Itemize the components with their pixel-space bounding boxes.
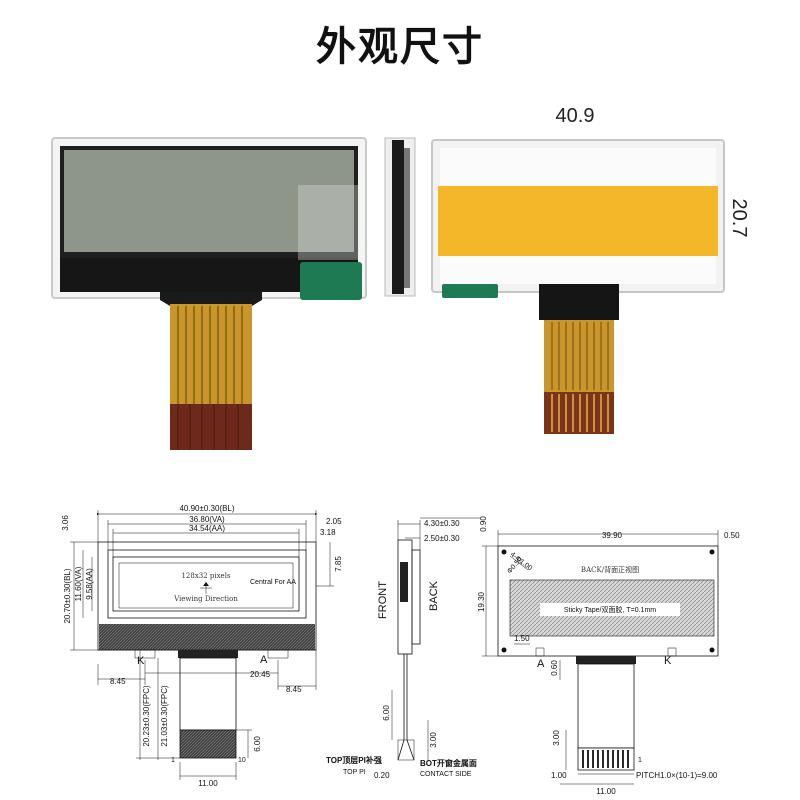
dim-right-2-05: 2.05	[326, 517, 342, 526]
back-pin-k: K	[664, 655, 672, 667]
pitch-label: PITCH1.0×(10-1)=9.00	[636, 771, 718, 780]
back-pin-a: A	[537, 658, 545, 670]
dim-side-3-00: 3.00	[429, 732, 438, 748]
page-title: 外观尺寸	[316, 24, 484, 70]
dim-0-50: 0.50	[724, 531, 740, 540]
top-pi-label: TOP PI	[343, 769, 366, 776]
contact-side-label: CONTACT SIDE	[420, 771, 472, 778]
photo-front-module	[51, 137, 367, 450]
dim-fpc-6-00: 6.00	[253, 736, 262, 752]
back-label: BACK	[428, 580, 440, 611]
dim-left-3-06: 3.06	[61, 515, 70, 531]
dim-fpc-21-03: 21.03±0.30(FPC)	[160, 685, 169, 747]
dim-back-11-00: 11.00	[596, 787, 616, 796]
dim-side-6-00: 6.00	[382, 705, 391, 721]
pin-a-label: A	[260, 654, 268, 666]
fpc-pin-10: 10	[238, 757, 246, 764]
pixels-label: 128x32 pixels	[181, 572, 230, 580]
drawing-front-view: 40.90±0.30(BL) 36.80(VA) 34.54(AA) 2.05 …	[61, 504, 343, 788]
dim-aa-width: 34.54(AA)	[189, 524, 225, 533]
top-pi-reinforce-label: TOP顶层PI补强	[326, 755, 382, 765]
viewing-direction-label: Viewing Direction	[173, 595, 238, 603]
photo-side-module	[384, 137, 416, 297]
dim-va-width: 36.80(VA)	[189, 515, 225, 524]
dim-bl-width: 40.90±0.30(BL)	[179, 504, 234, 513]
front-label: FRONT	[377, 581, 389, 619]
pin-k-label: K	[137, 655, 145, 667]
back-view-label: BACK/背面正视图	[581, 565, 639, 574]
dim-7-85: 7.85	[334, 556, 343, 572]
dim-fpc-20-23: 20.23±0.30(FPC)	[142, 685, 151, 747]
photo-width-label: 40.9	[556, 105, 595, 127]
dim-height-bl: 20.70±0.30(BL)	[63, 568, 72, 623]
dim-4-30: 4.30±0.30	[424, 519, 460, 528]
photo-back-module	[431, 139, 725, 434]
dim-8-45-right: 8.45	[286, 685, 302, 694]
dim-19-30: 19.30	[477, 591, 486, 612]
photo-height-label: 20.7	[728, 199, 750, 238]
dim-0-90: 0.90	[479, 516, 488, 532]
dim-1-50: 1.50	[514, 634, 530, 643]
back-fpc-pin-1: 1	[638, 757, 642, 764]
drawing-side-view: 4.30±0.30 2.50±0.30 0.90 FRONT BACK 6.00…	[326, 516, 488, 780]
dim-2-50: 2.50±0.30	[424, 534, 460, 543]
dim-20-45: 20.45	[250, 670, 271, 679]
dim-height-va: 11.60(VA)	[74, 566, 83, 601]
dim-0-20: 0.20	[374, 771, 390, 780]
dim-8-45-left: 8.45	[110, 677, 126, 686]
central-for-aa-label: Central For AA	[250, 579, 296, 586]
dim-right-3-18: 3.18	[320, 528, 336, 537]
dim-39-90: 39.90	[602, 531, 623, 540]
dim-height-aa: 9.58(AA)	[85, 568, 94, 600]
dim-back-1-00: 1.00	[551, 771, 567, 780]
fpc-pin-1: 1	[171, 757, 175, 764]
dim-0-60: 0.60	[550, 660, 559, 676]
sticky-tape-label: Sticky Tape/双面胶, T=0.1mm	[564, 605, 656, 614]
bot-window-label: BOT开窗金属面	[420, 758, 477, 768]
dim-fpc-11-00: 11.00	[198, 779, 218, 788]
drawing-back-view: 39.90 0.50 4-Φ1.00 Φ0.50 BACK/背面正视图 19.3…	[477, 530, 740, 796]
dim-back-3-00: 3.00	[552, 730, 561, 746]
